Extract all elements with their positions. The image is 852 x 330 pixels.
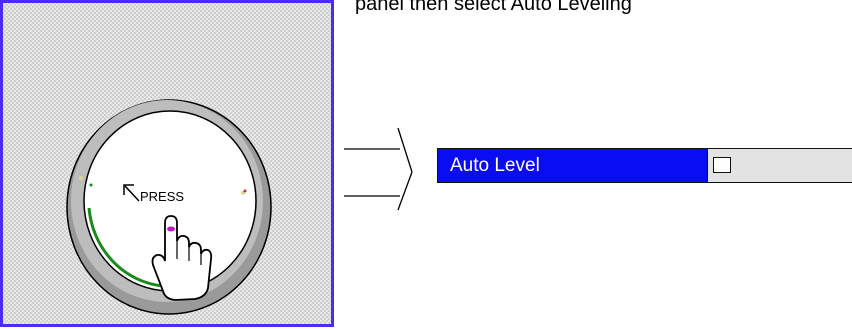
pointing-hand-icon: [151, 215, 213, 301]
osd-menu-item-auto-level[interactable]: Auto Level: [437, 148, 852, 183]
knob-icon: [66, 99, 272, 315]
osd-item-label: Auto Level: [438, 149, 708, 182]
top-caption: panel then select Auto Leveling: [355, 0, 632, 14]
auto-level-checkbox[interactable]: [713, 157, 731, 173]
knob-illustration-panel: PRESS: [0, 0, 334, 327]
osd-item-value-area[interactable]: [708, 149, 852, 182]
press-label: PRESS: [140, 189, 185, 204]
right-arrow-icon: [344, 127, 413, 211]
